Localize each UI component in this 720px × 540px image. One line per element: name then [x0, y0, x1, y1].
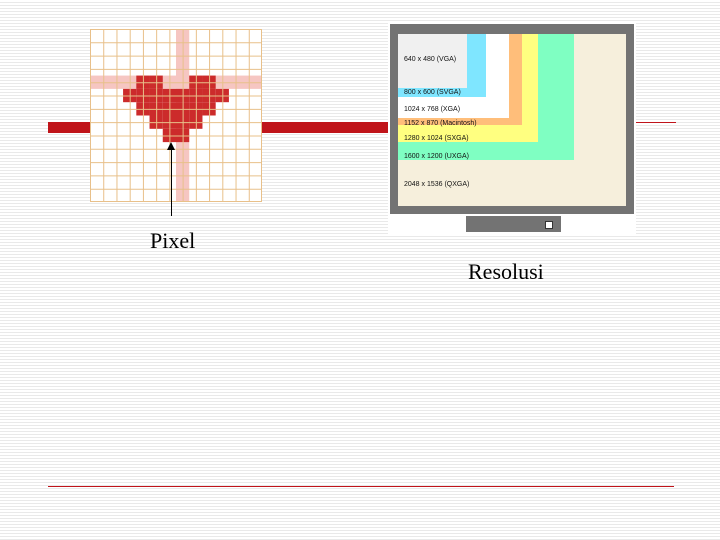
resolution-label: 640 x 480 (VGA) — [404, 56, 457, 63]
resolusi-label: Resolusi — [468, 259, 544, 284]
heart-pixel — [149, 75, 163, 89]
resolution-label: 1152 x 870 (Macintosh) — [404, 120, 477, 127]
resolution-label: 2048 x 1536 (QXGA) — [404, 181, 470, 188]
red-rule-middle — [262, 122, 390, 133]
pixel-grid-illustration — [90, 29, 262, 202]
monitor-screen: 2048 x 1536 (QXGA) 1600 x 1200 (UXGA) 1280… — [398, 34, 626, 206]
resolution-label: 1024 x 768 (XGA) — [404, 106, 461, 113]
red-rule-left — [48, 122, 90, 133]
red-rule-bottom — [48, 486, 674, 487]
resolution-label: 800 x 600 (SVGA) — [404, 89, 461, 96]
red-rule-right — [636, 122, 676, 123]
resolution-label: 1600 x 1200 (UXGA) — [404, 153, 469, 160]
resolution-area — [398, 34, 467, 88]
pixel-label: Pixel — [150, 228, 196, 253]
monitor-illustration: 2048 x 1536 (QXGA) 1600 x 1200 (UXGA) 1280… — [388, 22, 636, 234]
monitor-bezel: 2048 x 1536 (QXGA) 1600 x 1200 (UXGA) 1280… — [390, 24, 634, 214]
pixel-grid-svg — [90, 29, 262, 202]
power-button-icon — [545, 221, 553, 229]
monitor-stand — [466, 216, 561, 232]
pointer-line — [171, 146, 172, 216]
resolution-label: 1280 x 1024 (SXGA) — [404, 135, 469, 142]
